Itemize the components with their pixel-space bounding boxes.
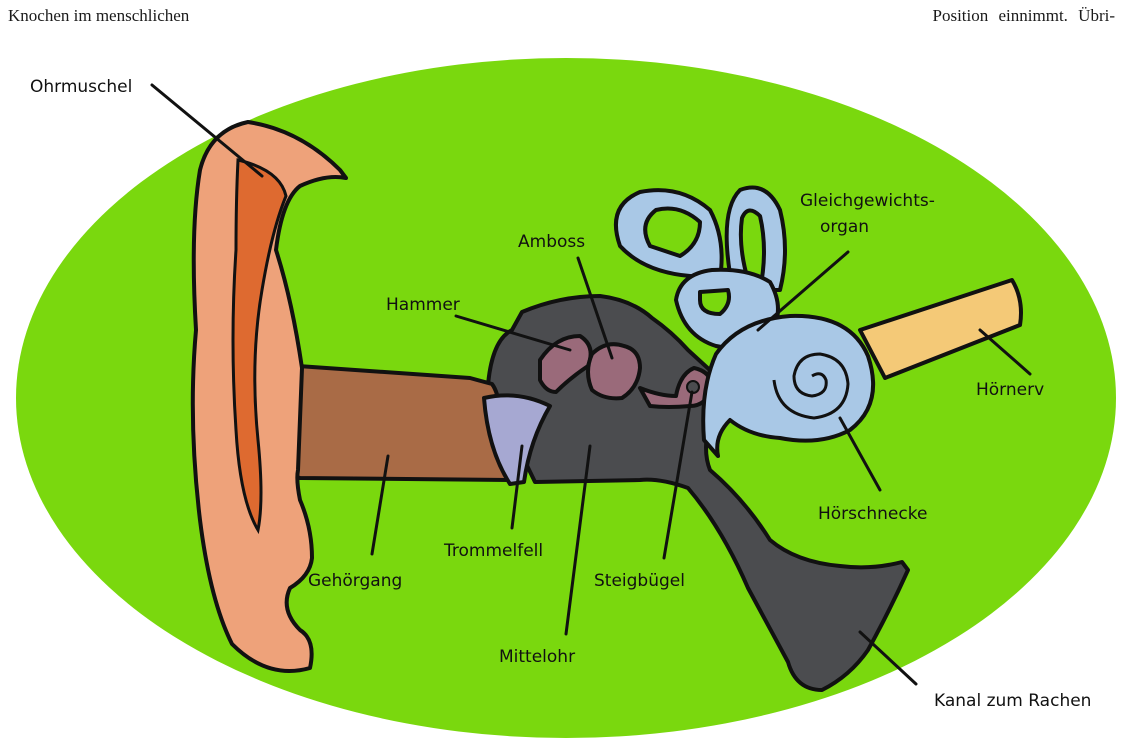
label-trommelfell: Trommelfell bbox=[443, 541, 543, 561]
label-gleichgewichtsorgan-line2: organ bbox=[820, 217, 869, 237]
label-gehoergang: Gehörgang bbox=[308, 571, 402, 591]
ossicle-anvil bbox=[588, 344, 640, 398]
label-ohrmuschel: Ohrmuschel bbox=[30, 77, 132, 97]
label-hoerschnecke: Hörschnecke bbox=[818, 504, 927, 524]
label-kanal-zum-rachen: Kanal zum Rachen bbox=[934, 691, 1091, 711]
label-amboss: Amboss bbox=[518, 232, 585, 252]
label-steigbuegel: Steigbügel bbox=[594, 571, 685, 591]
label-hammer: Hammer bbox=[386, 295, 460, 315]
label-hoernerv: Hörnerv bbox=[976, 380, 1044, 400]
label-gleichgewichtsorgan-line1: Gleichgewichts- bbox=[800, 191, 935, 211]
label-mittelohr: Mittelohr bbox=[499, 647, 575, 667]
